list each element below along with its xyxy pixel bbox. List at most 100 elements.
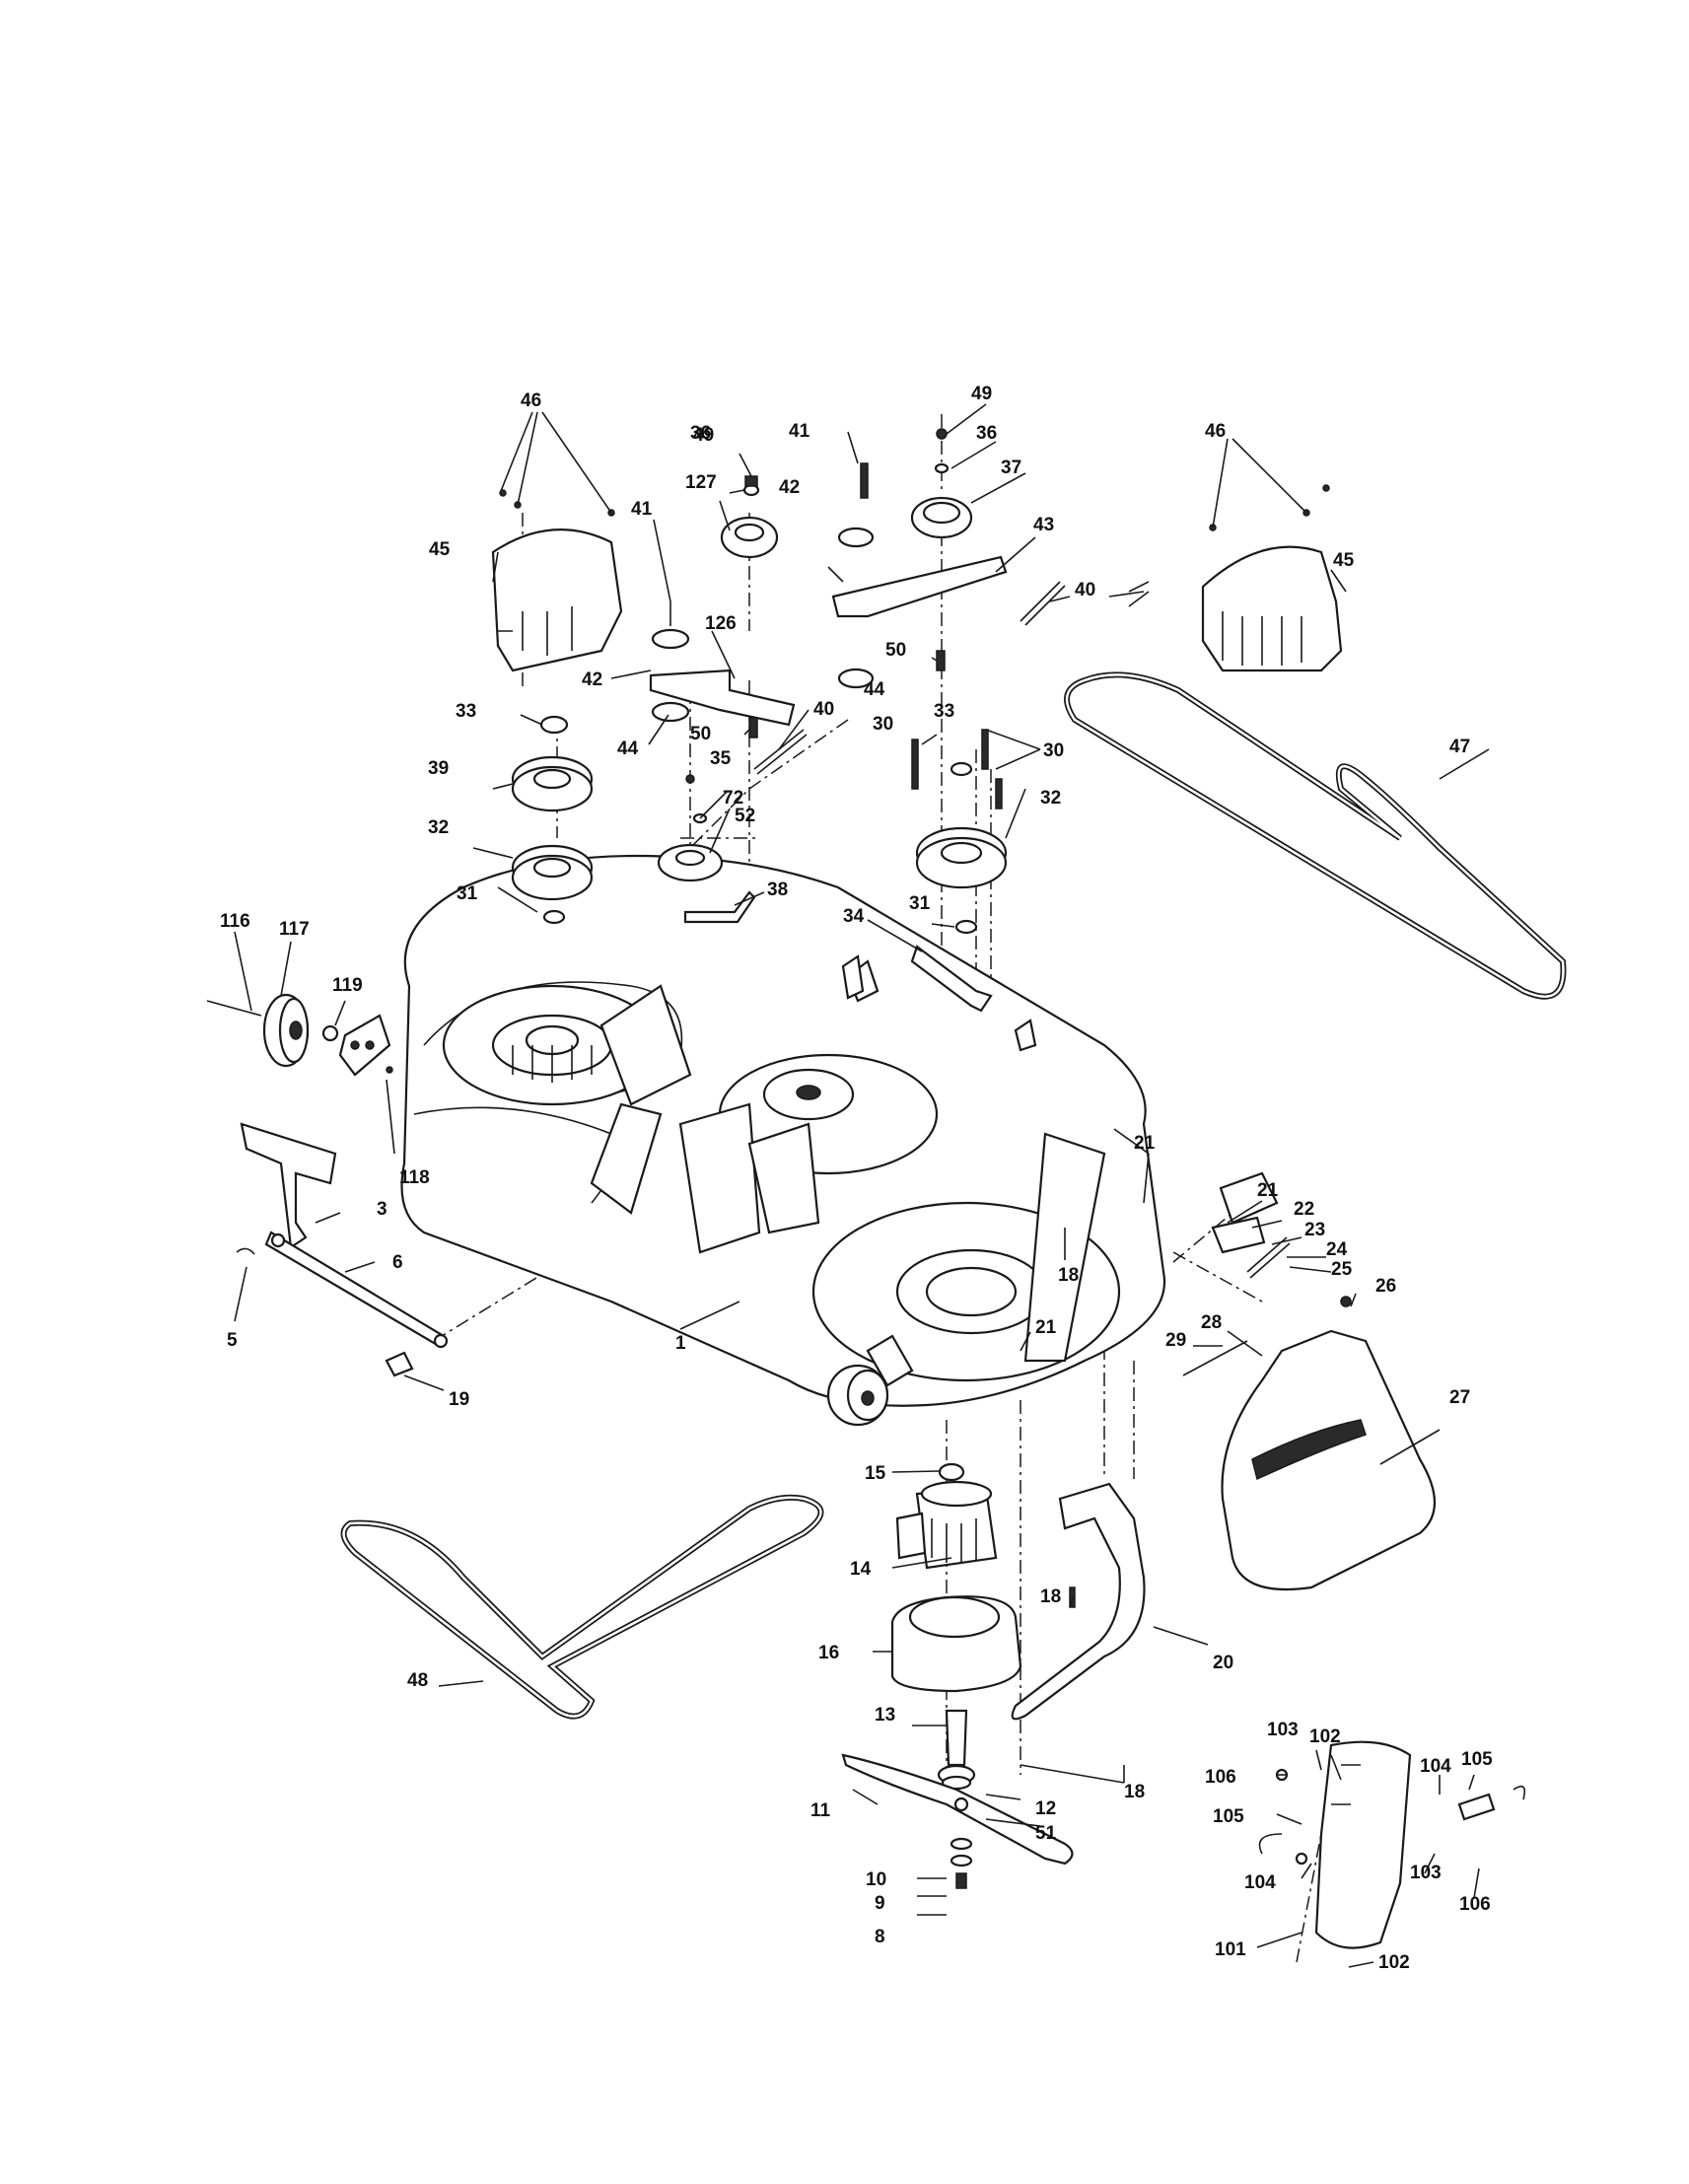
callout-label: 16 (818, 1643, 839, 1663)
callout-label: 41 (789, 421, 810, 442)
callout-label: 40 (1075, 580, 1095, 600)
callout-label: 32 (1040, 788, 1061, 809)
callout-label: 52 (735, 806, 755, 826)
callout-label: 25 (1331, 1259, 1353, 1280)
callout-label: 33 (934, 701, 954, 722)
callout-label: 27 (1449, 1387, 1470, 1408)
callout-label: 30 (1043, 740, 1064, 761)
callout-label: 50 (690, 724, 711, 744)
deck-bracket-3 (240, 1122, 337, 1249)
callout-label: 30 (873, 714, 893, 735)
callout-label: 31 (457, 883, 478, 904)
callout-label: 101 (1215, 1939, 1246, 1960)
callout-label: 12 (1035, 1798, 1056, 1819)
callout-label: 103 (1267, 1720, 1299, 1740)
callout-label: 48 (407, 1670, 428, 1691)
callout-label: 37 (1001, 458, 1021, 478)
callout-label: 22 (1294, 1199, 1314, 1220)
callout-label: 19 (449, 1389, 469, 1410)
callout-label: 44 (864, 679, 885, 700)
discharge-chute-27 (1182, 1296, 1437, 1591)
callout-label: 36 (690, 423, 711, 444)
gauge-wheel-front (826, 1334, 914, 1427)
callout-label: 43 (1033, 515, 1054, 535)
callout-label: 29 (1165, 1330, 1186, 1351)
callout-label: 36 (976, 423, 997, 444)
callout-label: 119 (332, 975, 363, 996)
callout-label: 40 (813, 699, 834, 720)
callout-label: 49 (693, 425, 714, 446)
callout-label: 45 (429, 539, 451, 560)
callout-label: 21 (1035, 1317, 1057, 1338)
springs-40 (753, 581, 1066, 775)
callout-label: 32 (428, 817, 449, 838)
idler-arm-126 (649, 601, 796, 739)
callout-label: 26 (1375, 1276, 1396, 1297)
callout-label: 49 (971, 384, 992, 404)
callout-label: 11 (810, 1800, 831, 1821)
callout-label: 117 (279, 919, 310, 940)
callout-label: 15 (865, 1463, 886, 1484)
callout-label: 34 (843, 906, 865, 927)
callout-label: 21 (1134, 1133, 1156, 1154)
callout-label: 24 (1326, 1239, 1348, 1260)
callout-label: 105 (1461, 1749, 1493, 1770)
callout-label: 6 (392, 1252, 403, 1273)
callout-label: 28 (1201, 1312, 1222, 1333)
belt-47 (1064, 671, 1567, 1000)
callout-label: 47 (1449, 737, 1470, 757)
leader-lines (234, 403, 1490, 1968)
idler-arm-43 (831, 428, 1008, 689)
callout-label: 104 (1420, 1756, 1451, 1777)
callout-label: 51 (1035, 1823, 1057, 1844)
callout-label: 21 (1257, 1180, 1279, 1201)
callout-label: 18 (1124, 1782, 1145, 1802)
callout-label: 42 (779, 477, 800, 498)
callout-label: 42 (582, 669, 602, 690)
callout-label: 23 (1304, 1220, 1325, 1240)
pulley-stack-left (511, 715, 594, 925)
callout-label: 31 (909, 893, 931, 914)
mulch-plug-101 (1258, 1740, 1526, 1949)
callout-label: 104 (1244, 1872, 1276, 1893)
callout-label: 46 (521, 390, 541, 411)
callout-label: 18 (1040, 1586, 1061, 1607)
callout-label: 105 (1213, 1806, 1244, 1827)
callout-label: 10 (866, 1869, 886, 1890)
callout-label: 41 (631, 499, 653, 520)
callout-label: 50 (885, 640, 906, 661)
callout-label: 103 (1410, 1863, 1442, 1883)
callout-label: 102 (1378, 1952, 1410, 1973)
callout-label: 127 (685, 472, 717, 493)
belt-48 (340, 1494, 824, 1720)
callout-label: 116 (220, 911, 250, 932)
callout-label: 126 (705, 613, 737, 634)
bracket-34 (841, 945, 993, 1013)
blade-11 (841, 1753, 1074, 1889)
callout-label: 38 (767, 880, 788, 900)
belt-cover-left-45 (491, 489, 623, 672)
callout-label: 45 (1333, 550, 1355, 571)
callout-label: 18 (1058, 1265, 1079, 1286)
callout-labels: 46 49 36 127 41 42 49 36 37 46 45 41 43 … (220, 384, 1493, 1973)
callout-label: 3 (377, 1199, 387, 1220)
deflector-bracket-20 (1011, 1482, 1146, 1721)
callout-label: 20 (1213, 1653, 1233, 1673)
callout-label: 8 (875, 1927, 885, 1947)
callout-label: 33 (456, 701, 476, 722)
front-link-6 (236, 1231, 449, 1377)
callout-label: 39 (428, 758, 449, 779)
callout-label: 1 (675, 1333, 686, 1354)
tension-bracket-22-23 (1211, 1171, 1291, 1279)
callout-label: 13 (875, 1705, 895, 1726)
callout-label: 46 (1205, 421, 1226, 442)
pulley-stack-right (911, 729, 1008, 935)
callout-label: 9 (875, 1893, 885, 1914)
idler-pulley-127 (720, 475, 779, 559)
callout-label: 44 (617, 739, 639, 759)
callout-label: 102 (1309, 1726, 1341, 1747)
spindle-assembly (890, 1462, 1022, 1791)
callout-label: 5 (227, 1330, 238, 1351)
belt-cover-right-45 (1201, 484, 1343, 672)
